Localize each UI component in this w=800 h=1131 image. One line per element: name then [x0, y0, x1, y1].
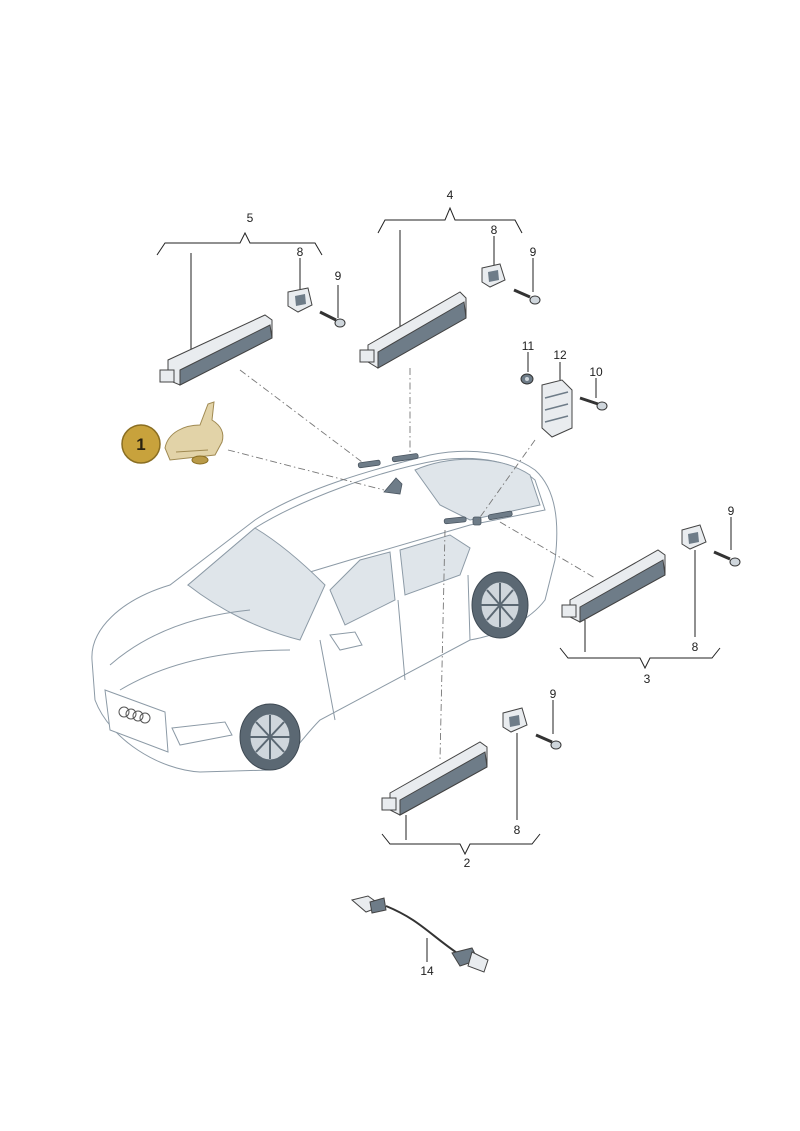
part-1-badge[interactable]: [121, 424, 161, 464]
antenna-amplifier-module-icon[interactable]: [381, 741, 488, 816]
label-group-4: 4: [447, 188, 454, 202]
part-14-group: 14: [350, 895, 489, 978]
label-part-8-a: 8: [297, 245, 304, 259]
screw-icon[interactable]: [579, 396, 608, 411]
label-group-3: 3: [644, 672, 651, 686]
shark-fin-antenna-icon: [164, 401, 224, 465]
mounting-bracket-icon[interactable]: [502, 707, 528, 733]
label-part-9-d: 9: [550, 687, 557, 701]
headlight: [171, 721, 233, 746]
part-1-badge-number: 1: [136, 435, 145, 454]
mounting-bracket-icon[interactable]: [287, 287, 313, 313]
leader-lines: [227, 368, 596, 761]
label-part-11: 11: [522, 339, 535, 353]
label-group-2: 2: [464, 856, 471, 870]
group-3: 3 8 9: [559, 504, 741, 686]
side-window-rear: [399, 534, 471, 596]
front-wheel: [239, 703, 301, 771]
label-part-12: 12: [553, 348, 567, 362]
part-1-group[interactable]: 1: [121, 401, 224, 465]
mounting-bracket-icon[interactable]: [481, 263, 506, 288]
module-holder-icon[interactable]: [541, 379, 573, 438]
label-group-5: 5: [247, 211, 254, 225]
screw-icon[interactable]: [319, 310, 346, 328]
brand-rings: [118, 706, 151, 724]
label-part-14: 14: [420, 964, 434, 978]
windshield: [187, 527, 326, 641]
nut-icon[interactable]: [520, 373, 534, 385]
mounting-bracket-icon[interactable]: [681, 524, 707, 550]
label-part-9-b: 9: [530, 245, 537, 259]
side-mirror: [329, 631, 363, 651]
label-part-9-c: 9: [728, 504, 735, 518]
antenna-cable-icon[interactable]: [350, 895, 489, 973]
label-part-8-d: 8: [514, 823, 521, 837]
group-2: 2 8 9: [381, 687, 562, 870]
car-illustration: [91, 450, 558, 773]
group-4: 4 8 9: [359, 188, 541, 369]
screw-icon[interactable]: [513, 288, 541, 305]
group-5: 5 8 9: [156, 211, 346, 386]
rear-window: [414, 458, 541, 521]
parts-10-11-12: 11 12 10: [520, 339, 608, 438]
roof-antenna-on-car: [383, 477, 403, 495]
antenna-amplifier-module-icon[interactable]: [159, 314, 273, 386]
label-part-9-a: 9: [335, 269, 342, 283]
screw-icon[interactable]: [535, 733, 562, 750]
rear-wheel: [471, 571, 529, 639]
antenna-amplifier-module-icon[interactable]: [359, 291, 467, 369]
label-part-10: 10: [589, 365, 603, 379]
label-part-8-c: 8: [692, 640, 699, 654]
antenna-amplifier-module-icon[interactable]: [561, 549, 666, 623]
side-window-front: [329, 551, 396, 626]
screw-icon[interactable]: [713, 550, 741, 567]
label-part-8-b: 8: [491, 223, 498, 237]
